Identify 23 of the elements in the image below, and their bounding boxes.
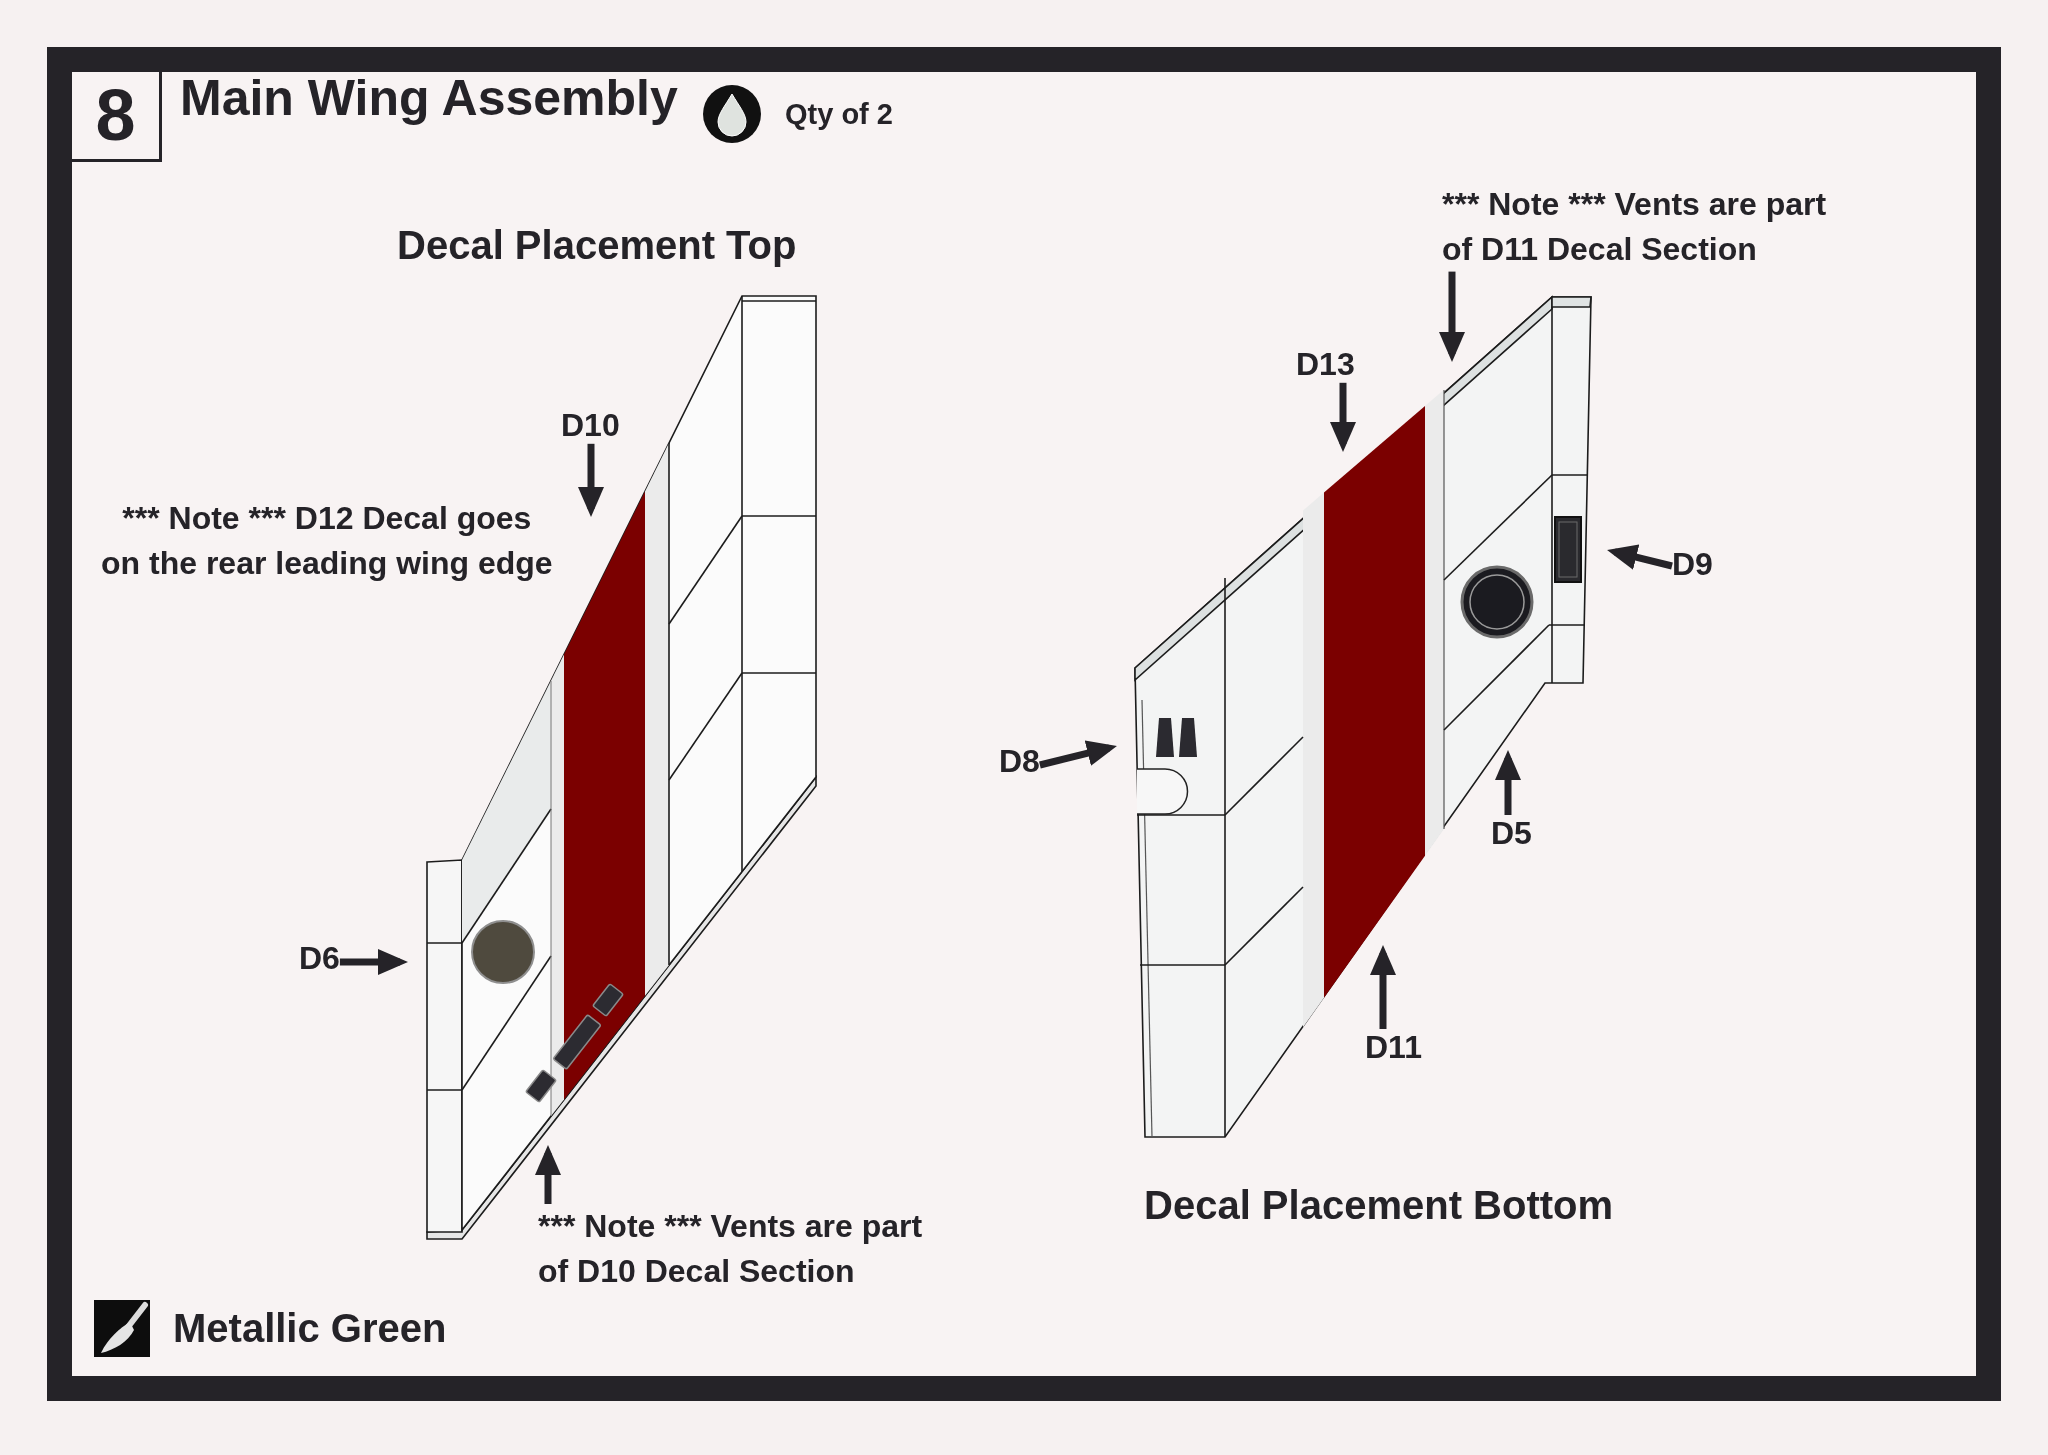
- note-text: *** Note *** Vents are part of D10 Decal Section: [538, 1204, 923, 1294]
- decal-label: D5: [1491, 815, 1532, 852]
- decal-label: D11: [1365, 1029, 1422, 1066]
- step-number: 8: [72, 72, 162, 162]
- view-heading: Decal Placement Top: [397, 222, 797, 268]
- arrow: [578, 443, 604, 517]
- decal-label: D8: [999, 743, 1040, 780]
- arrow: [1039, 740, 1117, 769]
- decal-label: D6: [299, 940, 340, 977]
- arrow: [1330, 382, 1356, 452]
- arrow: [1370, 945, 1396, 1029]
- note-text: *** Note *** Vents are part of D11 Decal Section: [1442, 182, 1827, 272]
- view-heading: Decal Placement Bottom: [1144, 1182, 1614, 1228]
- paint-name: Metallic Green: [173, 1305, 447, 1351]
- note-text: *** Note *** D12 Decal goes on the rear leading wing edge: [101, 499, 553, 583]
- decal-label: D10: [561, 407, 620, 444]
- decal-label: D13: [1296, 346, 1355, 383]
- title: Main Wing Assembly: [180, 70, 678, 128]
- arrow: [339, 949, 408, 975]
- arrow: [1607, 544, 1673, 570]
- arrow: [1439, 271, 1465, 362]
- decal-label: D9: [1672, 546, 1713, 583]
- quantity-text: Qty of 2: [785, 98, 893, 132]
